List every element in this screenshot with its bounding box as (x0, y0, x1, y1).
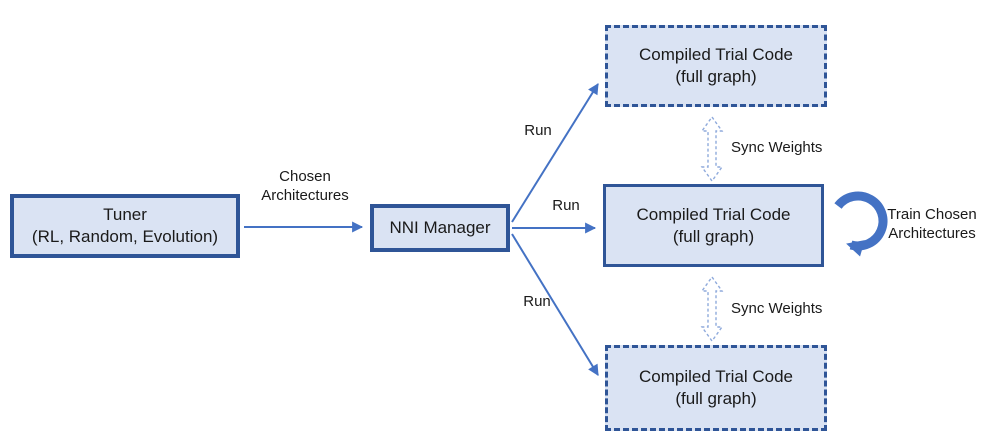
run-top-label: Run (524, 122, 552, 139)
arrow-nni-to-trial-bottom (511, 233, 599, 376)
nni-manager-label: NNI Manager (389, 218, 491, 238)
train-chosen-architectures-label: Train Chosen Architectures (887, 206, 977, 242)
node-tuner: Tuner (RL, Random, Evolution) (10, 194, 240, 258)
run-bottom-label: Run (523, 293, 551, 310)
sync-weights-double-arrow-icon (700, 275, 724, 343)
tuner-subtitle: (RL, Random, Evolution) (31, 227, 219, 246)
run-middle-label: Run (552, 197, 580, 214)
trial-top-title: Compiled Trial Code (638, 45, 793, 65)
node-trial-top: Compiled Trial Code (full graph) (605, 25, 827, 107)
chosen-architectures-label: Chosen Architectures (261, 168, 349, 204)
trial-bottom-title: Compiled Trial Code (638, 367, 793, 387)
trial-middle-title: Compiled Trial Code (636, 204, 791, 224)
node-trial-middle: Compiled Trial Code (full graph) (603, 184, 824, 267)
trial-bottom-subtitle: (full graph) (675, 389, 757, 408)
node-nni-manager: NNI Manager (370, 204, 510, 252)
arrow-nni-to-trial-top (511, 83, 599, 223)
node-trial-bottom: Compiled Trial Code (full graph) (605, 345, 827, 431)
trial-top-subtitle: (full graph) (675, 67, 757, 86)
trial-middle-subtitle: (full graph) (672, 226, 755, 246)
tuner-title: Tuner (103, 205, 147, 225)
sync-weights-double-arrow-icon (700, 115, 724, 183)
sync-weights-bottom-label: Sync Weights (731, 300, 823, 317)
train-loop-arrow-icon (834, 191, 888, 257)
sync-weights-top-label: Sync Weights (731, 139, 823, 156)
